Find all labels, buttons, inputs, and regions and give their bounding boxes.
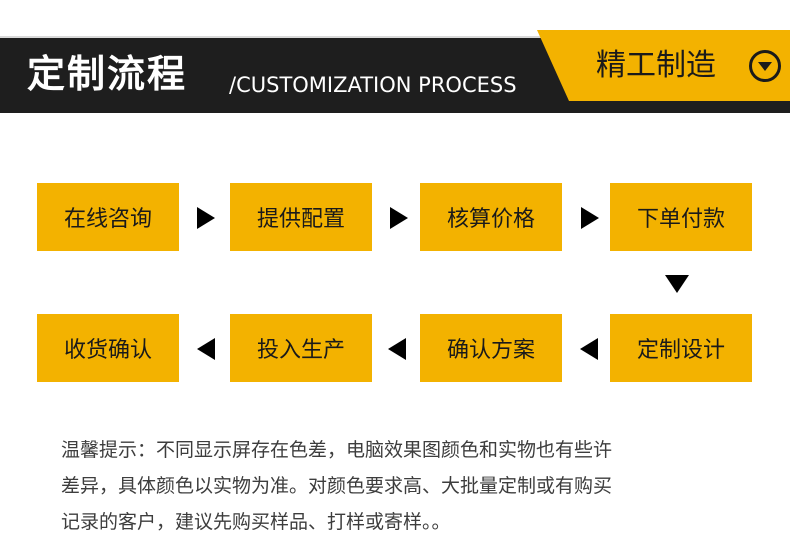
step-provide-config: 提供配置 <box>230 183 372 251</box>
chevron-down-circle-icon <box>749 50 781 82</box>
arrow-left-icon <box>197 338 215 360</box>
step-online-consult: 在线咨询 <box>37 183 179 251</box>
arrow-left-icon <box>580 338 598 360</box>
step-production: 投入生产 <box>230 314 372 382</box>
header-tab-label: 精工制造 <box>596 48 716 83</box>
step-confirm-plan: 确认方案 <box>420 314 562 382</box>
step-custom-design: 定制设计 <box>610 314 752 382</box>
notice-line: 差异，具体颜色以实物为准。对颜色要求高、大批量定制或有购买 <box>61 475 613 497</box>
arrow-right-icon <box>581 207 599 229</box>
page-subtitle: /CUSTOMIZATION PROCESS <box>229 73 517 97</box>
notice-text: 温馨提示：不同显示屏存在色差，电脑效果图颜色和实物也有些许 差异，具体颜色以实物… <box>61 432 761 540</box>
arrow-right-icon <box>390 207 408 229</box>
arrow-down-icon <box>665 275 689 293</box>
header-tab <box>537 30 790 101</box>
step-order-payment: 下单付款 <box>610 183 752 251</box>
page-title: 定制流程 <box>27 52 188 96</box>
step-receipt-confirm: 收货确认 <box>37 314 179 382</box>
top-divider <box>0 36 790 38</box>
notice-line: 记录的客户，建议先购买样品、打样或寄样。。 <box>61 511 451 533</box>
arrow-right-icon <box>197 207 215 229</box>
step-calculate-price: 核算价格 <box>420 183 562 251</box>
notice-line: 温馨提示：不同显示屏存在色差，电脑效果图颜色和实物也有些许 <box>61 439 613 461</box>
arrow-left-icon <box>388 338 406 360</box>
